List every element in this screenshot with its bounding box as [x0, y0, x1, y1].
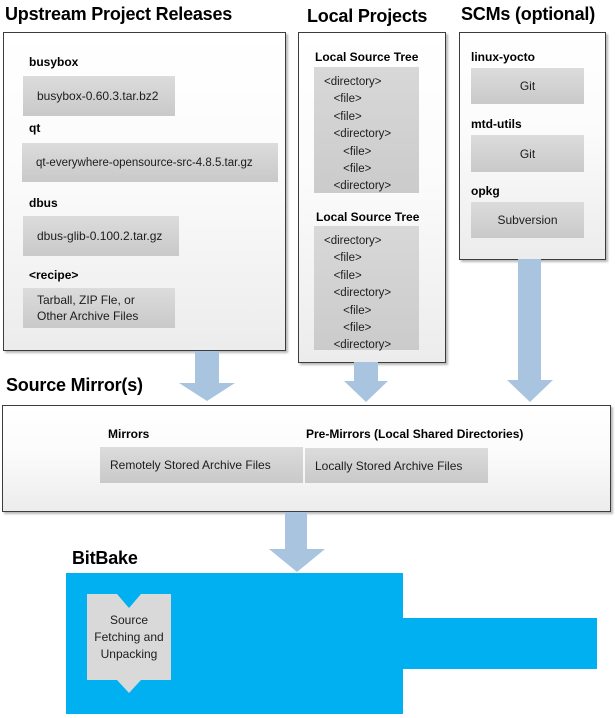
local-source-tree: <directory> <file> <file> <directory> <f…	[314, 67, 419, 193]
upstream-item-label: busybox	[29, 55, 79, 69]
local-source-tree-label: Local Source Tree	[315, 50, 419, 64]
source-fetching-shape: Source Fetching and Unpacking	[87, 594, 171, 693]
upstream-item-label: dbus	[29, 196, 58, 210]
upstream-releases-box: busybox busybox-0.60.3.tar.bz2 qt qt-eve…	[3, 32, 286, 351]
mirrors-label: Mirrors	[108, 427, 150, 441]
bitbake-title: BitBake	[72, 548, 138, 568]
local-source-tree-label: Local Source Tree	[316, 210, 420, 224]
source-mirrors-title: Source Mirror(s)	[6, 375, 143, 395]
local-projects-title: Local Projects	[307, 6, 428, 26]
scm-type-box: Subversion	[471, 202, 584, 238]
upstream-item-label: qt	[29, 121, 41, 135]
upstream-title: Upstream Project Releases	[5, 4, 233, 24]
archive-file-box: busybox-0.60.3.tar.bz2	[23, 76, 175, 116]
archive-file-box: Tarball, ZIP Fle, or Other Archive Files	[23, 288, 175, 328]
scm-item-label: linux-yocto	[471, 50, 536, 64]
scms-box: linux-yocto Git mtd-utils Git opkg Subve…	[459, 32, 606, 260]
premirrors-value-box: Locally Stored Archive Files	[305, 448, 488, 483]
premirrors-label: Pre-Mirrors (Local Shared Directories)	[306, 427, 524, 441]
source-mirrors-box: Mirrors Remotely Stored Archive Files Pr…	[2, 405, 611, 512]
scm-type-box: Git	[471, 135, 584, 172]
mirrors-value-box: Remotely Stored Archive Files	[100, 447, 303, 483]
archive-file-box: qt-everywhere-opensource-src-4.8.5.tar.g…	[22, 143, 278, 182]
scms-title: SCMs (optional)	[461, 4, 595, 24]
scm-type-box: Git	[471, 68, 584, 104]
scm-item-label: opkg	[471, 184, 500, 198]
scm-item-label: mtd-utils	[471, 117, 522, 131]
source-fetching-label: Source Fetching and Unpacking	[94, 612, 164, 661]
archive-file-box: dbus-glib-0.100.2.tar.gz	[23, 216, 179, 256]
upstream-item-label: <recipe>	[29, 268, 79, 282]
local-projects-box: Local Source Tree <directory> <file> <fi…	[298, 32, 446, 363]
chevron-down-icon	[87, 594, 171, 693]
local-source-tree: <directory> <file> <file> <directory> <f…	[314, 226, 419, 351]
bitbake-block-arm	[403, 618, 597, 669]
